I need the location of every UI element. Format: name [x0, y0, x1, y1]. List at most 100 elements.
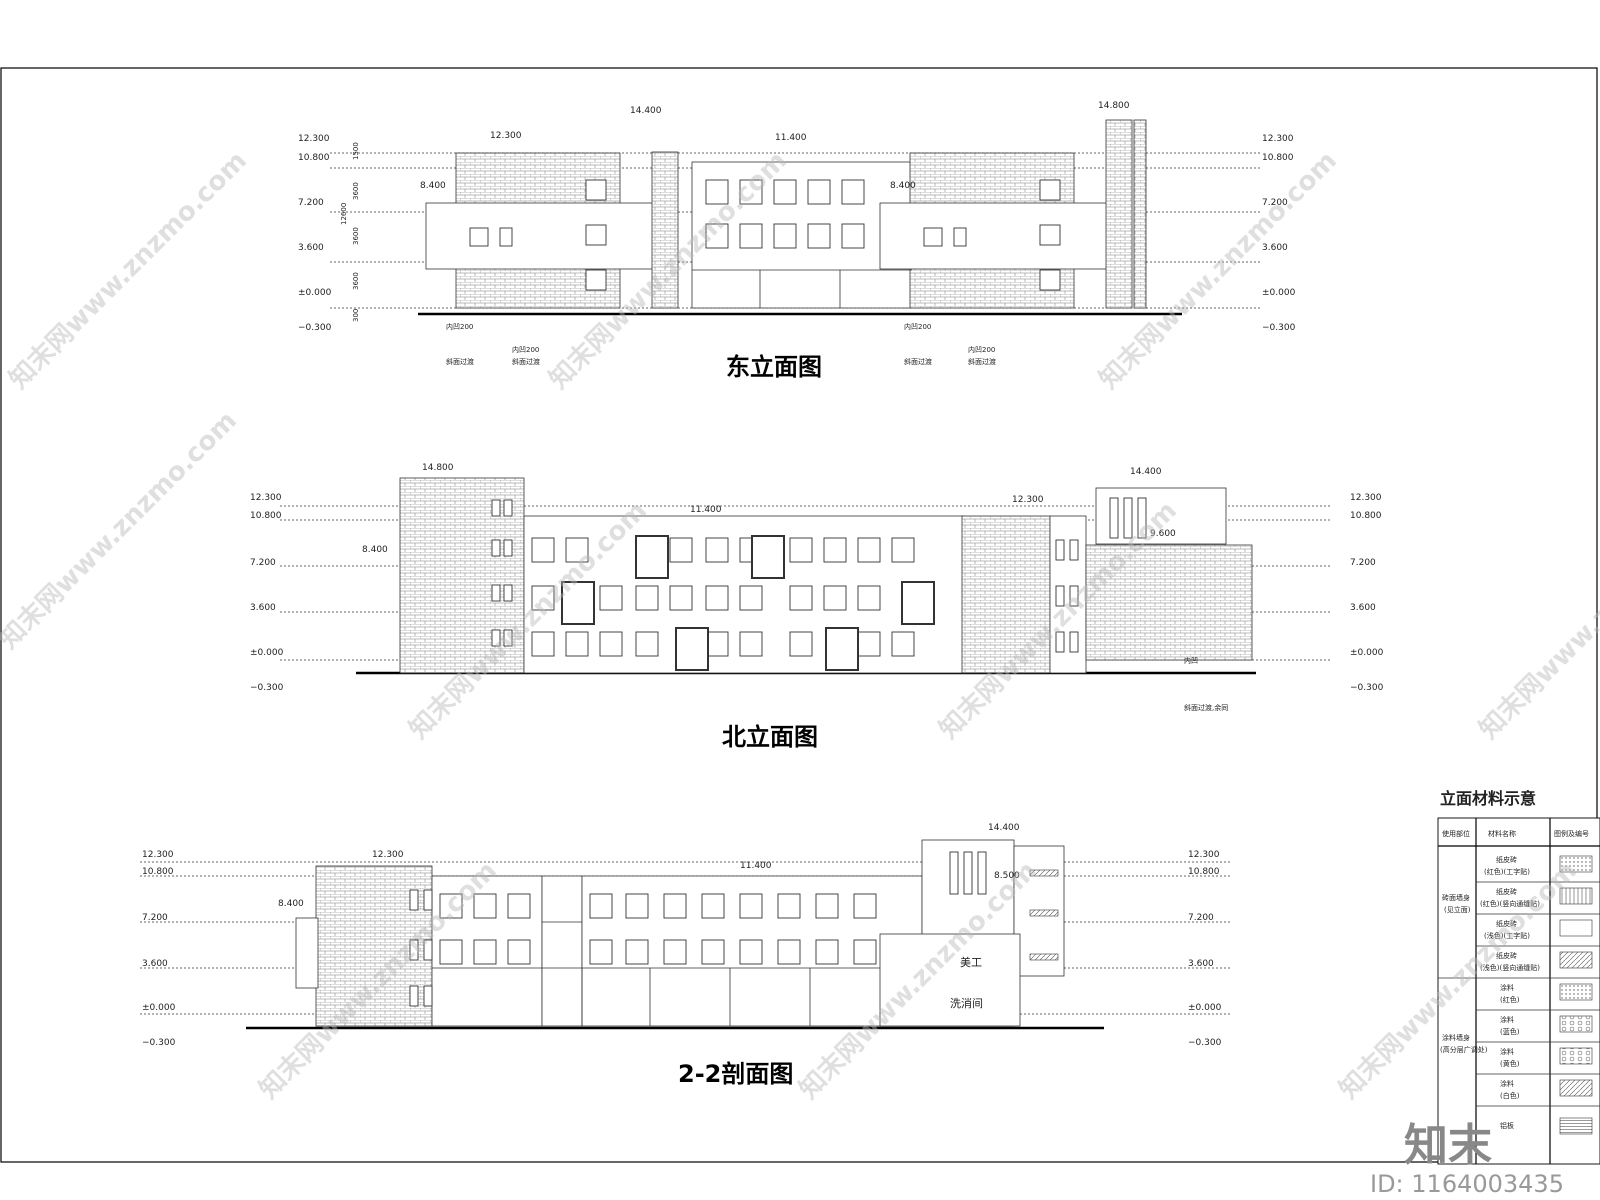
svg-text:纸皮砖: 纸皮砖: [1496, 951, 1517, 960]
svg-text:涂料: 涂料: [1500, 1015, 1514, 1024]
sheet-border: [0, 67, 1598, 1163]
legend-header-part: 使用部位: [1442, 829, 1470, 838]
svg-text:7.200: 7.200: [250, 558, 276, 568]
legend-group-brick-note: (见立面): [1444, 905, 1471, 914]
svg-text:内凹200: 内凹200: [446, 322, 473, 331]
svg-text:知末网www.znzmo.com: 知末网www.znzmo.com: [4, 146, 253, 395]
legend-header-material: 材料名称: [1488, 829, 1516, 838]
svg-text:知末网www.znzmo.com: 知末网www.znzmo.com: [0, 406, 243, 655]
legend-table: 立面材料示意 使用部位 材料名称 图例及编号 砖面墙身 (见立面) 涂料墙身 (…: [1437, 789, 1600, 1165]
room-label-art: 美工: [960, 956, 982, 969]
svg-text:12.300: 12.300: [298, 134, 330, 144]
room-label-wash: 洗消间: [950, 996, 983, 1010]
svg-text:3.600: 3.600: [142, 959, 168, 969]
svg-text:(浅色)(工字贴): (浅色)(工字贴): [1484, 931, 1530, 940]
svg-text:−0.300: −0.300: [298, 323, 332, 333]
svg-text:14.400: 14.400: [630, 106, 662, 116]
svg-text:±0.000: ±0.000: [1350, 648, 1384, 658]
svg-text:−0.300: −0.300: [1188, 1038, 1222, 1048]
svg-text:−0.300: −0.300: [142, 1038, 176, 1048]
section-2-2: 美工 洗消间 12.300 10.800 7.200 3.600 ±0.000 −0.…: [140, 823, 1230, 1088]
legend-group-paint: 涂料墙身: [1442, 1033, 1470, 1042]
svg-text:12.300: 12.300: [1188, 850, 1220, 860]
svg-text:涂料: 涂料: [1500, 983, 1514, 992]
svg-text:3.600: 3.600: [1350, 603, 1376, 613]
svg-text:±0.000: ±0.000: [142, 1003, 176, 1013]
svg-text:(浅色)(竖向通缝贴): (浅色)(竖向通缝贴): [1480, 963, 1540, 972]
svg-text:知末网www.znzmo.com: 知末网www.znzmo.com: [1474, 496, 1600, 745]
svg-text:14.800: 14.800: [422, 463, 454, 473]
legend-title: 立面材料示意: [1440, 789, 1536, 808]
east-elevation-title: 东立面图: [726, 353, 822, 381]
svg-text:(红色)(工字贴): (红色)(工字贴): [1484, 867, 1530, 876]
svg-text:8.400: 8.400: [890, 181, 916, 191]
legend-header-symbol: 图例及编号: [1554, 829, 1589, 838]
svg-text:9.600: 9.600: [1150, 529, 1176, 539]
svg-text:14.400: 14.400: [1130, 467, 1162, 477]
svg-text:涂料: 涂料: [1500, 1079, 1514, 1088]
svg-text:11.400: 11.400: [690, 505, 722, 515]
svg-text:12.300: 12.300: [1262, 134, 1294, 144]
svg-text:±0.000: ±0.000: [1262, 288, 1296, 298]
east-elevation: 12.300 10.800 7.200 3.600 ±0.000 −0.300 …: [298, 101, 1296, 381]
svg-text:(红色)(竖向通缝贴): (红色)(竖向通缝贴): [1480, 899, 1540, 908]
svg-text:斜面过渡: 斜面过渡: [512, 357, 540, 366]
legend-group-brick: 砖面墙身: [1442, 893, 1470, 902]
svg-text:3.600: 3.600: [1262, 243, 1288, 253]
svg-text:7.200: 7.200: [1262, 198, 1288, 208]
svg-text:10.800: 10.800: [142, 867, 174, 877]
svg-text:12.300: 12.300: [250, 493, 282, 503]
svg-text:铝板: 铝板: [1500, 1121, 1514, 1130]
svg-text:8.500: 8.500: [994, 871, 1020, 881]
north-elevation-title: 北立面图: [722, 723, 818, 751]
svg-text:7.200: 7.200: [1350, 558, 1376, 568]
svg-text:(蓝色): (蓝色): [1500, 1027, 1520, 1036]
image-id-label: ID: 1164003435: [1370, 1170, 1564, 1198]
north-elevation: 12.300 10.800 7.200 3.600 ±0.000 −0.300 12.…: [250, 463, 1384, 751]
svg-text:11.400: 11.400: [740, 861, 772, 871]
svg-text:3600: 3600: [352, 272, 360, 290]
svg-text:纸皮砖: 纸皮砖: [1496, 919, 1517, 928]
svg-text:(红色): (红色): [1500, 995, 1520, 1004]
svg-text:14.400: 14.400: [988, 823, 1020, 833]
svg-text:10.800: 10.800: [298, 153, 330, 163]
svg-text:8.400: 8.400: [362, 545, 388, 555]
svg-text:10.800: 10.800: [1350, 511, 1382, 521]
svg-text:3.600: 3.600: [250, 603, 276, 613]
svg-text:12.300: 12.300: [490, 131, 522, 141]
svg-text:7.200: 7.200: [142, 913, 168, 923]
svg-text:8.400: 8.400: [420, 181, 446, 191]
svg-text:−0.300: −0.300: [250, 683, 284, 693]
svg-text:内凹: 内凹: [1184, 656, 1198, 665]
svg-text:斜面过渡,余同: 斜面过渡,余同: [1184, 703, 1228, 712]
svg-text:3600: 3600: [352, 227, 360, 245]
svg-text:斜面过渡: 斜面过渡: [446, 357, 474, 366]
svg-text:11.400: 11.400: [775, 133, 807, 143]
svg-text:3.600: 3.600: [298, 243, 324, 253]
svg-text:7.200: 7.200: [298, 198, 324, 208]
svg-text:纸皮砖: 纸皮砖: [1496, 887, 1517, 896]
legend-group-paint-note: (高分层广调处): [1440, 1045, 1488, 1054]
svg-text:±0.000: ±0.000: [298, 288, 332, 298]
svg-text:内凹200: 内凹200: [904, 322, 931, 331]
svg-text:−0.300: −0.300: [1262, 323, 1296, 333]
svg-text:12.300: 12.300: [372, 850, 404, 860]
svg-text:−0.300: −0.300: [1350, 683, 1384, 693]
svg-text:(白色): (白色): [1500, 1091, 1520, 1100]
svg-text:3600: 3600: [352, 182, 360, 200]
svg-text:(黄色): (黄色): [1500, 1059, 1520, 1068]
svg-text:12.300: 12.300: [1350, 493, 1382, 503]
svg-text:300: 300: [352, 309, 360, 322]
svg-text:内凹200: 内凹200: [968, 345, 995, 354]
svg-text:10.800: 10.800: [250, 511, 282, 521]
svg-text:3.600: 3.600: [1188, 959, 1214, 969]
svg-text:斜面过渡: 斜面过渡: [968, 357, 996, 366]
svg-text:12.300: 12.300: [142, 850, 174, 860]
svg-text:12600: 12600: [340, 203, 348, 225]
svg-text:涂料: 涂料: [1500, 1047, 1514, 1056]
svg-text:斜面过渡: 斜面过渡: [904, 357, 932, 366]
section-title: 2-2剖面图: [678, 1060, 793, 1088]
svg-text:±0.000: ±0.000: [1188, 1003, 1222, 1013]
svg-text:1500: 1500: [352, 142, 360, 160]
